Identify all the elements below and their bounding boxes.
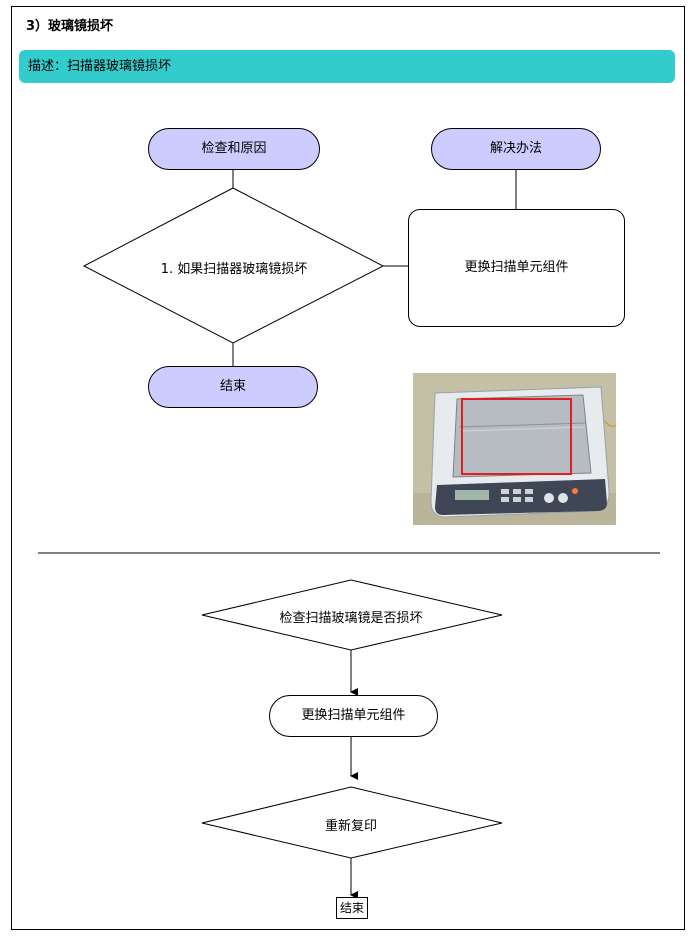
solution-label: 解决办法 xyxy=(489,141,542,156)
check-cause-node: 检查和原因 xyxy=(148,128,320,170)
end-node-top: 结束 xyxy=(148,366,318,408)
glass-highlight-box xyxy=(461,398,572,475)
scanner-photo xyxy=(413,373,616,525)
page-frame xyxy=(11,6,685,930)
step1-label: 检查扫描玻璃镜是否损坏 xyxy=(279,611,423,626)
step2-label: 更换扫描单元组件 xyxy=(301,708,406,723)
action-node: 更换扫描单元组件 xyxy=(408,209,625,327)
description-text: 描述：扫描器玻璃镜损坏 xyxy=(28,59,172,74)
condition-label: 1. 如果扫描器玻璃镜损坏 xyxy=(160,262,308,277)
step2-node: 更换扫描单元组件 xyxy=(269,695,438,737)
step3-label: 重新复印 xyxy=(324,819,377,834)
check-cause-label: 检查和原因 xyxy=(201,141,267,156)
end-node-bottom: 结束 xyxy=(336,897,368,919)
action-label: 更换扫描单元组件 xyxy=(464,260,569,275)
section-title: 3）玻璃镜损坏 xyxy=(26,19,114,34)
end-label-top: 结束 xyxy=(219,379,246,394)
solution-node: 解决办法 xyxy=(431,128,601,170)
end-label-bottom: 结束 xyxy=(339,901,364,915)
description-bar: 描述：扫描器玻璃镜损坏 xyxy=(19,50,675,83)
scanner-illustration xyxy=(413,373,616,525)
